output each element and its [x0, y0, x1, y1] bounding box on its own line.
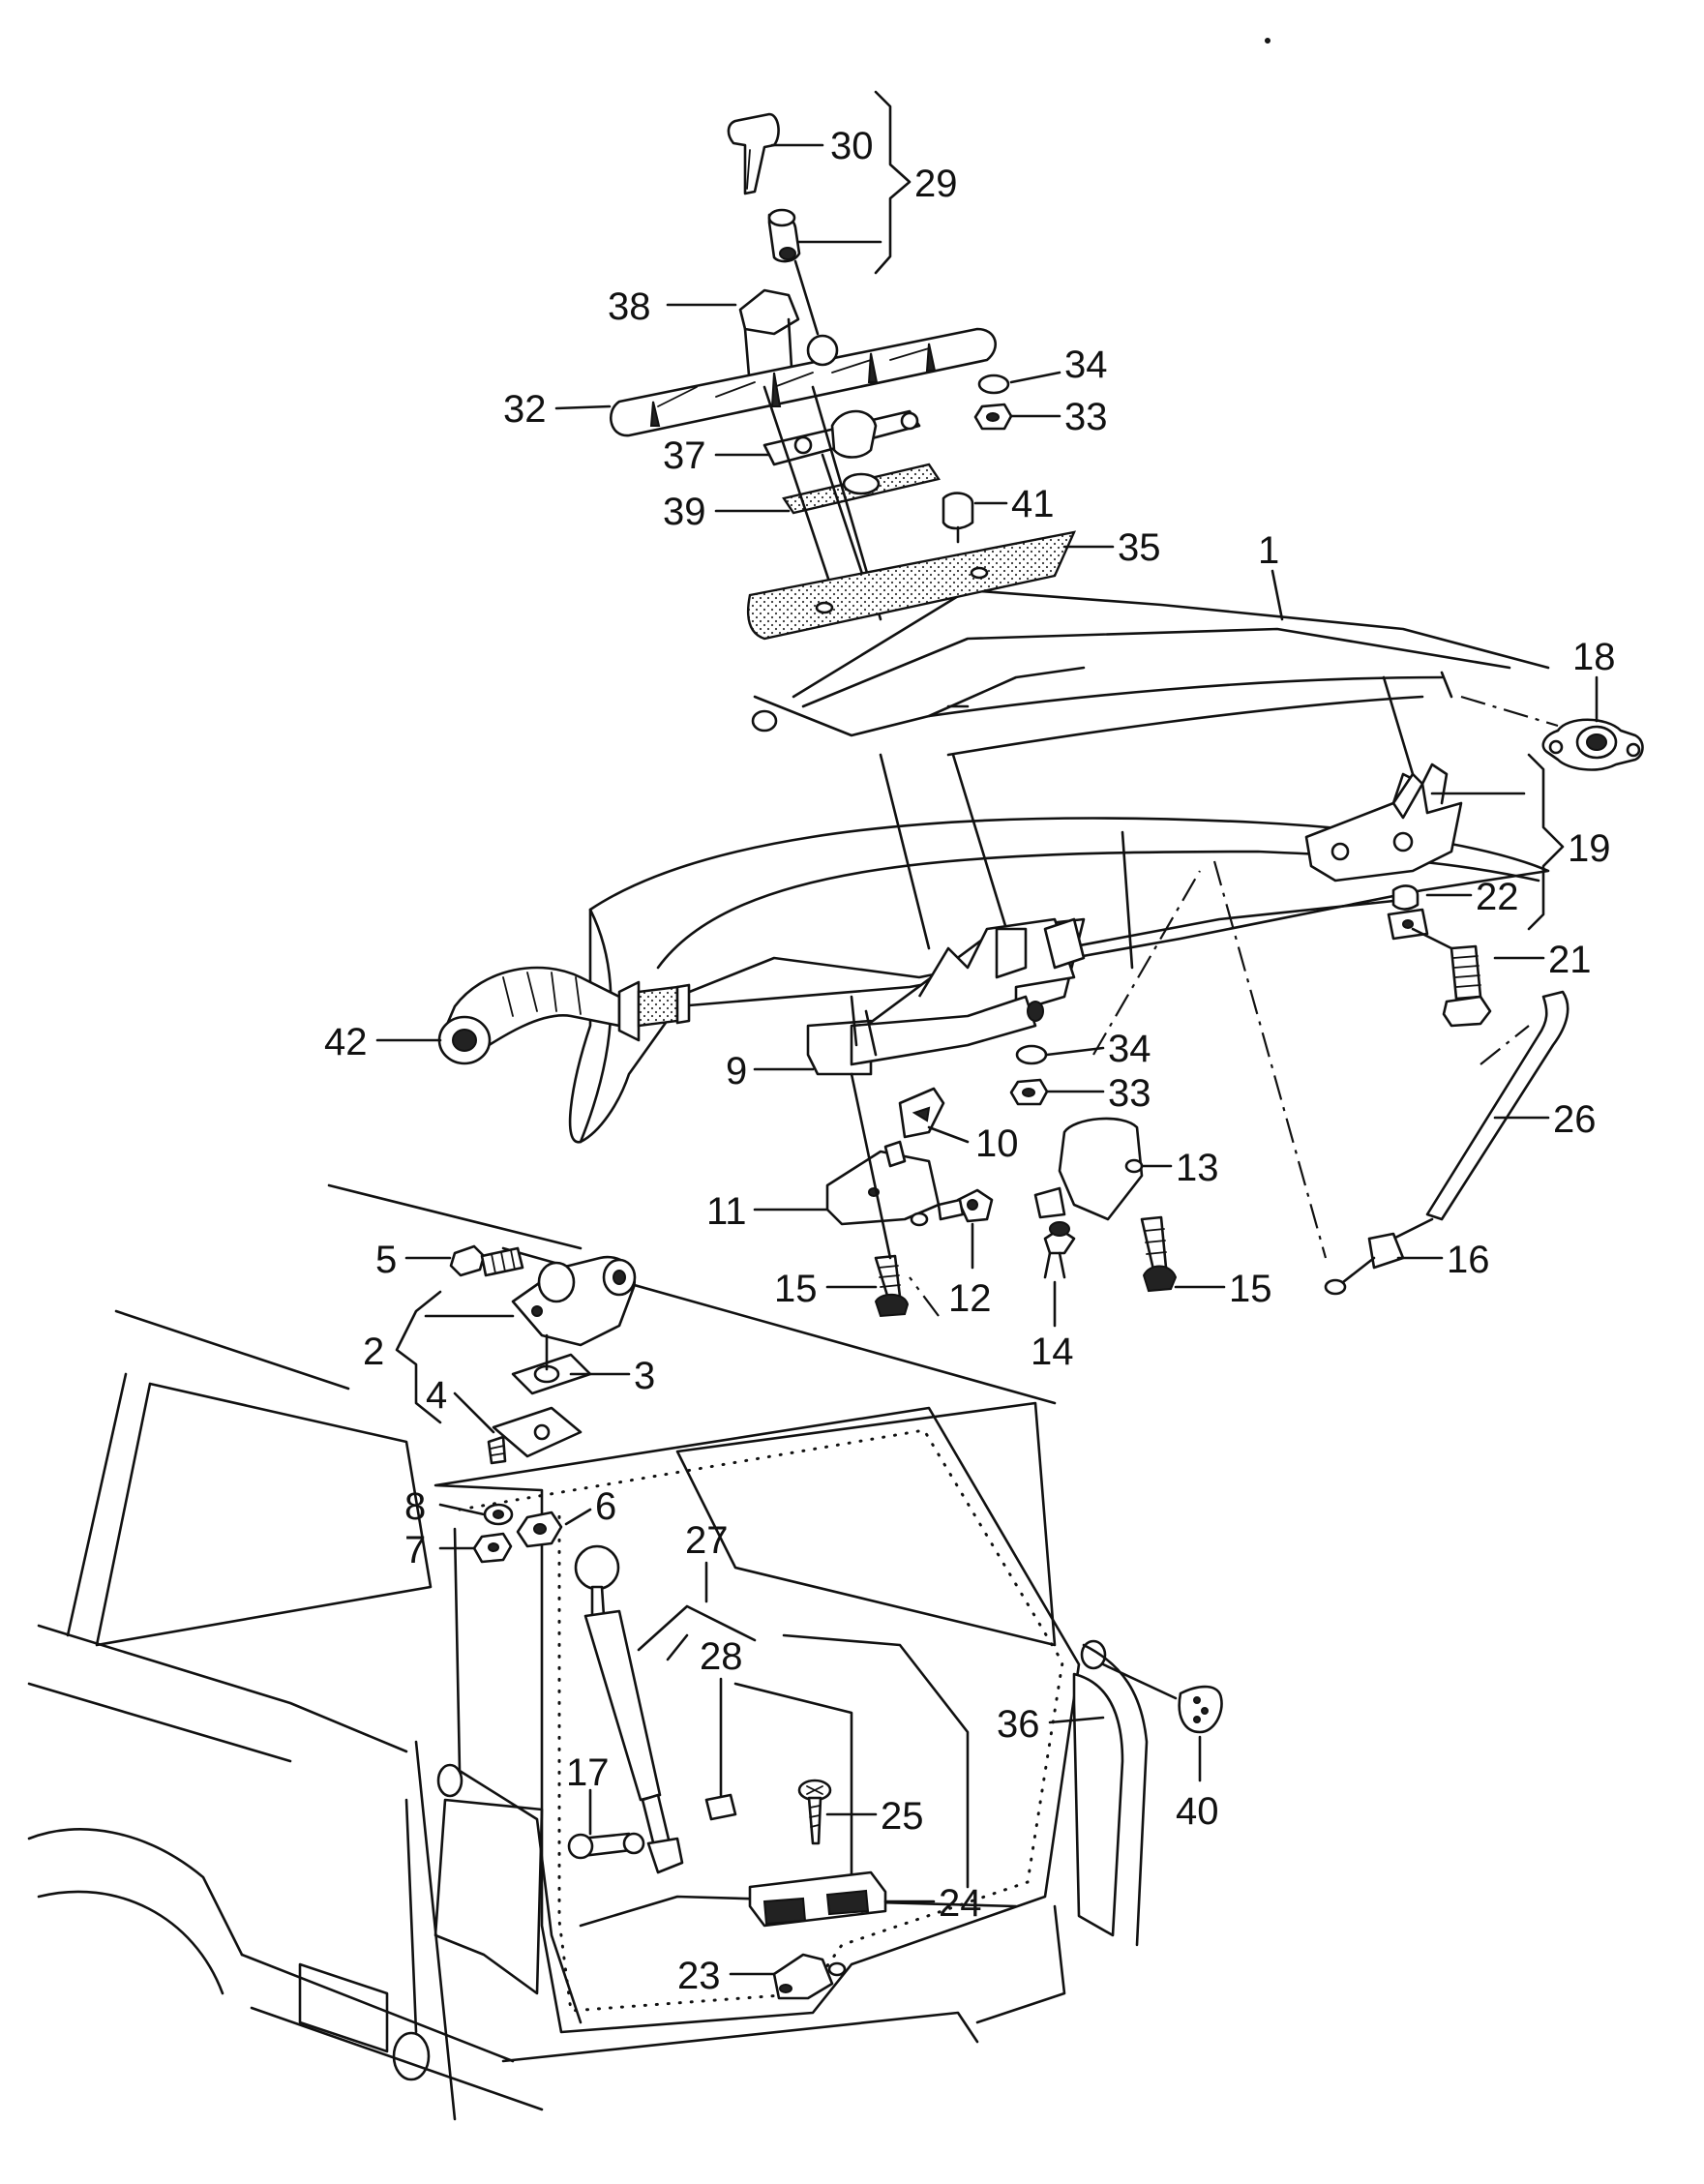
callout-9: 9 [726, 1050, 747, 1092]
callout-4: 4 [426, 1374, 447, 1417]
callout-15: 15 [1229, 1268, 1272, 1310]
callout-40: 40 [1176, 1790, 1219, 1833]
callout-29: 29 [914, 163, 958, 205]
callout-41: 41 [1011, 483, 1055, 525]
callout-5: 5 [375, 1239, 397, 1281]
assembly-guide-lines [909, 695, 1559, 1317]
callout-2: 2 [363, 1331, 384, 1373]
tailgate-panel [568, 588, 1550, 1144]
leader-lines [375, 90, 1599, 1976]
callout-13: 13 [1176, 1147, 1219, 1189]
callout-14: 14 [1031, 1331, 1074, 1373]
key-and-lock-cylinder [727, 112, 820, 336]
callout-38: 38 [608, 285, 651, 328]
callout-39: 39 [663, 491, 706, 533]
callout-3: 3 [634, 1355, 655, 1397]
callout-34: 34 [1108, 1028, 1151, 1070]
callout-11: 11 [706, 1190, 747, 1233]
grip-handle-assembly [610, 288, 1077, 641]
callout-12: 12 [948, 1277, 992, 1320]
release-cable [1324, 990, 1569, 1296]
callout-34: 34 [1064, 344, 1108, 386]
callout-26: 26 [1553, 1098, 1597, 1141]
callout-36: 36 [997, 1703, 1040, 1746]
tailgate-lock-assembly [806, 753, 1086, 1106]
callout-1: 1 [1258, 529, 1279, 572]
callout-33: 33 [1108, 1072, 1151, 1115]
scan-dot [1265, 38, 1271, 44]
callout-10: 10 [975, 1122, 1019, 1165]
striker-bracket-assembly [1304, 675, 1644, 1028]
callout-18: 18 [1572, 636, 1616, 678]
vehicle-rear-body [27, 1183, 1149, 2121]
callout-8: 8 [404, 1485, 426, 1528]
tailgate-hinge [449, 1244, 637, 1564]
callout-22: 22 [1476, 876, 1519, 918]
callout-25: 25 [881, 1795, 924, 1838]
callout-32: 32 [503, 388, 547, 431]
callout-28: 28 [700, 1635, 743, 1678]
callout-16: 16 [1447, 1239, 1490, 1281]
callout-42: 42 [324, 1021, 368, 1063]
callout-35: 35 [1118, 526, 1161, 569]
callout-21: 21 [1548, 939, 1592, 981]
callout-7: 7 [404, 1529, 426, 1571]
callout-33: 33 [1064, 396, 1108, 438]
callout-15: 15 [774, 1268, 818, 1310]
callout-6: 6 [595, 1485, 616, 1528]
callout-24: 24 [939, 1882, 982, 1925]
wiring-grommet [437, 966, 691, 1065]
callout-27: 27 [685, 1519, 729, 1562]
callout-37: 37 [663, 434, 706, 477]
callout-23: 23 [677, 1955, 721, 1997]
callout-30: 30 [830, 125, 874, 167]
callout-numbers: 30 29 38 34 32 33 37 39 41 35 1 18 19 22… [324, 125, 1616, 1997]
callout-19: 19 [1568, 827, 1611, 870]
lower-tailgate-parts [567, 1544, 1223, 2000]
callout-17: 17 [566, 1751, 610, 1794]
